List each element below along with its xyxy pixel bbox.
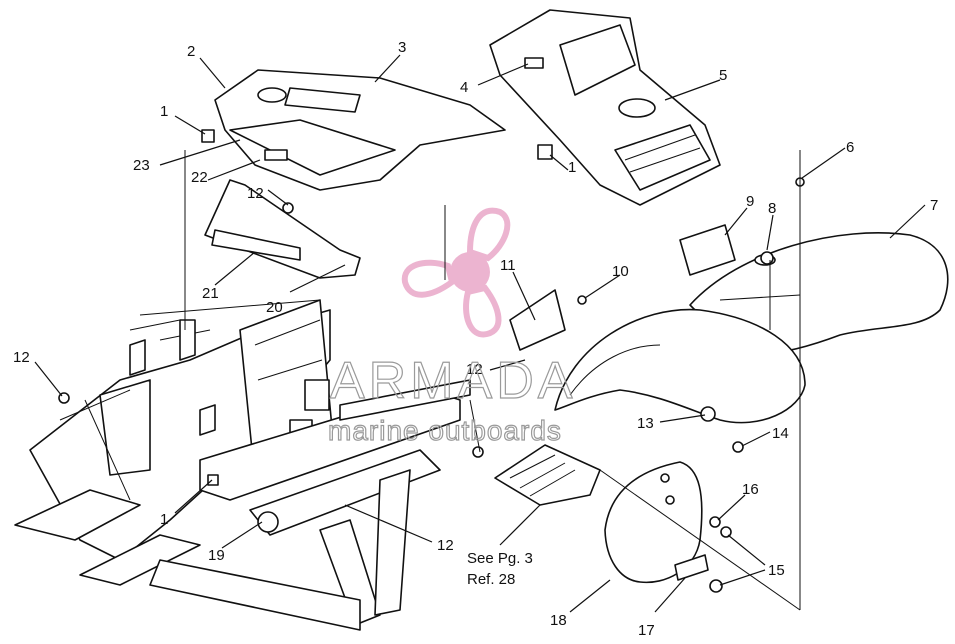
- reference-note-line-2: Ref. 28: [467, 571, 515, 588]
- callout-12-c: 12: [466, 361, 483, 378]
- callout-10: 10: [612, 263, 629, 280]
- frame-assembly: [14, 299, 471, 631]
- callout-1-c: 1: [160, 511, 168, 528]
- callout-12-a: 12: [247, 185, 264, 202]
- watermark: ARMADA marine outboards: [327, 351, 576, 446]
- callout-14: 14: [772, 425, 789, 442]
- callout-17: 17: [638, 622, 655, 639]
- part-11-panel: [509, 289, 566, 351]
- callout-15: 15: [768, 562, 785, 579]
- part-21-bracket: [204, 179, 361, 279]
- callout-3: 3: [398, 39, 406, 56]
- callout-8: 8: [768, 200, 776, 217]
- part-5-console: [489, 9, 721, 206]
- callout-12-b: 12: [13, 349, 30, 366]
- callout-21: 21: [202, 285, 219, 302]
- callout-7: 7: [930, 197, 938, 214]
- callout-2: 2: [187, 43, 195, 60]
- callout-22: 22: [191, 169, 208, 186]
- part-3-front-hood: [214, 69, 506, 191]
- callout-12-d: 12: [437, 537, 454, 554]
- watermark-propeller-logo: [401, 207, 511, 338]
- callout-13: 13: [637, 415, 654, 432]
- footrest-assembly: [494, 444, 601, 506]
- callout-16: 16: [742, 481, 759, 498]
- watermark-tagline: marine outboards: [328, 415, 562, 446]
- part-17-bracket: [674, 554, 709, 581]
- part-9-decal: [679, 224, 736, 276]
- leader-lines: [34, 54, 926, 613]
- part-11-front-fender: [554, 308, 806, 424]
- callout-18: 18: [550, 612, 567, 629]
- callout-20: 20: [266, 299, 283, 316]
- callout-1: 1: [160, 103, 168, 120]
- alignment-lines: [184, 150, 801, 611]
- callout-9: 9: [746, 193, 754, 210]
- callout-4: 4: [460, 79, 468, 96]
- watermark-brand: ARMADA: [330, 352, 576, 410]
- reference-note-line-1: See Pg. 3: [467, 550, 533, 567]
- callout-labels: 1 2 3 4 5 6 7 8 9 10 11 1 12 12 12 12 13…: [13, 39, 938, 639]
- callout-23: 23: [133, 157, 150, 174]
- hardware-fasteners: [58, 129, 805, 593]
- callout-1-b: 1: [568, 159, 576, 176]
- part-18-mud-flap: [604, 461, 703, 584]
- reference-note: See Pg. 3 Ref. 28: [467, 550, 533, 588]
- callout-6: 6: [846, 139, 854, 156]
- callout-19: 19: [208, 547, 225, 564]
- callout-5: 5: [719, 67, 727, 84]
- callout-11: 11: [500, 257, 516, 274]
